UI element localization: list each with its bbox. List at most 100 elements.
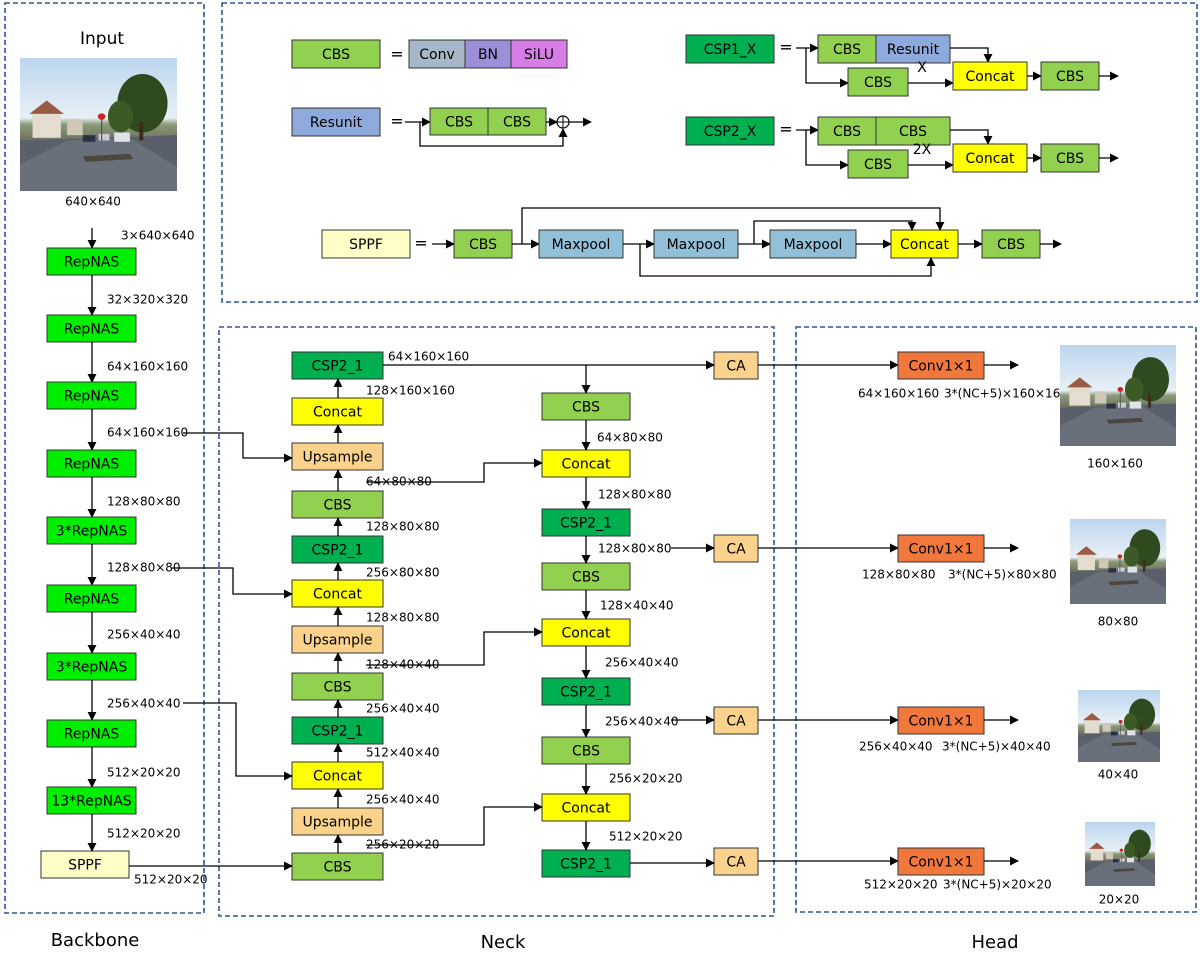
csp1-out-label: CBS — [1056, 69, 1084, 85]
sppf-mp3-label: Maxpool — [784, 237, 843, 253]
neck-left-9-label: Concat — [313, 769, 362, 785]
head-in-2: 256×40×40 — [859, 740, 933, 754]
neck-left-9 — [291, 761, 384, 790]
neck-frame — [218, 326, 775, 917]
legend-conv-label: Conv — [419, 47, 455, 63]
sppf-mp3 — [769, 229, 857, 259]
head-out-dim-2: 3*(NC+5)×40×40 — [942, 740, 1051, 754]
csp2-top2-label: CBS — [899, 124, 927, 140]
head-image-0 — [1060, 345, 1176, 446]
neck-left-10 — [291, 807, 384, 836]
bb-block-5 — [46, 584, 137, 613]
csp2-out-label: CBS — [1056, 151, 1084, 167]
neck-right-6-label: CBS — [572, 744, 600, 760]
neck-ca-2 — [713, 706, 759, 735]
neck-right-8-label: CSP2_1 — [560, 857, 612, 873]
csp2-top2 — [875, 116, 951, 146]
input-image — [20, 58, 177, 191]
bb-dim-5: 128×80×80 — [107, 561, 181, 575]
csp1-top-out — [950, 47, 993, 63]
csp2-bottom-label: CBS — [864, 157, 892, 173]
neck-left-8-label: CSP2_1 — [312, 724, 364, 740]
neck-right-3-label: CBS — [572, 570, 600, 586]
neck-left-dim-0: 64×160×160 — [388, 350, 469, 364]
lat-c4 — [172, 567, 293, 599]
head-conv-1-label: Conv1×1 — [908, 542, 973, 558]
neck-right-0 — [541, 392, 631, 421]
neck-right-2-label: CSP2_1 — [560, 516, 612, 532]
neck-left-1-label: Concat — [313, 405, 362, 421]
csp1-top1-label: CBS — [833, 42, 861, 58]
neck-left-4 — [291, 535, 384, 564]
sppf-cbs-out-label: CBS — [997, 237, 1025, 253]
bb-block-4 — [46, 516, 137, 545]
csp2-eq: = — [779, 120, 792, 139]
csp1-eq: = — [779, 38, 792, 57]
bb-block-0 — [46, 247, 137, 276]
neck-left-2-label: Upsample — [302, 450, 372, 466]
neck-right-dim-1: 128×80×80 — [598, 488, 672, 502]
csp1-concat-label: Concat — [966, 69, 1015, 85]
csp2-bottom — [847, 149, 909, 179]
csp2-split — [805, 130, 849, 170]
legend-bn-label: BN — [478, 47, 498, 63]
lat-c3 — [183, 432, 293, 463]
head-out-dim-1: 3*(NC+5)×80×80 — [948, 568, 1057, 582]
head-out-dim-0: 3*(NC+5)×160×160 — [944, 387, 1068, 401]
csp2-name — [685, 116, 775, 146]
bb-dim-10: 512×20×20 — [134, 873, 208, 887]
csp2-concat-label: Concat — [966, 151, 1015, 167]
csp1-out — [1040, 61, 1100, 91]
legend-silu — [510, 39, 568, 69]
bb-dim-2: 64×160×160 — [107, 360, 188, 374]
head-image-2 — [1078, 690, 1160, 762]
csp1-split — [805, 48, 849, 88]
bb-block-6-label: 3*RepNAS — [56, 660, 128, 676]
legend-res-cbs2 — [487, 107, 547, 136]
csp1-name-label: CSP1_X — [704, 42, 757, 58]
bb-block-8 — [46, 786, 137, 815]
csp1-bottom-label: CBS — [864, 75, 892, 91]
neck-ca-3 — [713, 847, 759, 876]
neck-left-dim-5: 128×80×80 — [366, 611, 440, 625]
neck-left-8 — [291, 716, 384, 745]
neck-right-dim-6: 256×20×20 — [609, 772, 683, 786]
up1-to-concat — [366, 458, 543, 483]
neck-right-3 — [541, 562, 631, 591]
sppf-mp2-label: Maxpool — [667, 237, 726, 253]
neck-left-dim-7: 256×40×40 — [366, 702, 440, 716]
csp1-top2 — [875, 34, 951, 64]
legend-cbs — [291, 39, 381, 69]
head-size-2: 40×40 — [1098, 768, 1139, 782]
csp2-top1 — [817, 116, 877, 146]
sppf-skip1 — [639, 244, 936, 277]
neck-left-4-label: CSP2_1 — [312, 543, 364, 559]
neck-ca-2-label: CA — [726, 714, 746, 730]
head-image-1 — [1070, 519, 1166, 604]
sppf-skip2 — [753, 220, 917, 244]
head-out-dim-3: 3*(NC+5)×20×20 — [943, 878, 1052, 892]
neck-right-dim-0: 64×80×80 — [597, 431, 663, 445]
neck-right-dim-5: 256×40×40 — [605, 715, 679, 729]
bb-block-0-label: RepNAS — [64, 255, 120, 271]
csp2-name-label: CSP2_X — [704, 124, 757, 140]
neck-left-dim-3: 128×80×80 — [366, 520, 440, 534]
bb-dim-7: 256×40×40 — [107, 697, 181, 711]
bb-block-3-label: RepNAS — [64, 457, 120, 473]
sppf-mp1 — [538, 229, 624, 259]
csp1-top1 — [817, 34, 877, 64]
bb-block-8-label: 13*RepNAS — [51, 794, 131, 810]
neck-right-5-label: CSP2_1 — [560, 685, 612, 701]
neck-ca-3-label: CA — [726, 855, 746, 871]
neck-right-dim-2: 128×80×80 — [598, 542, 672, 556]
sppf-concat-label: Concat — [900, 237, 949, 253]
head-conv-0 — [897, 351, 985, 380]
bb-block-5-label: RepNAS — [64, 592, 120, 608]
csp2-out — [1040, 143, 1100, 173]
bb-block-7-label: RepNAS — [64, 727, 120, 743]
bb-dim-3: 64×160×160 — [107, 426, 188, 440]
sppf-cbs-out — [981, 229, 1041, 259]
legend-sppf-label: SPPF — [349, 237, 383, 253]
head-frame — [795, 326, 1197, 913]
neck-right-dim-3: 128×40×40 — [600, 599, 674, 613]
